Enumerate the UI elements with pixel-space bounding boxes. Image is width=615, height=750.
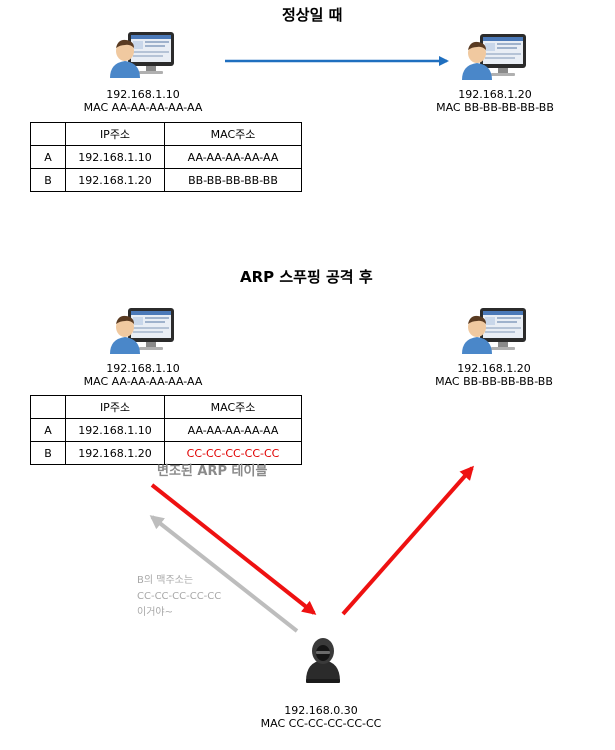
table-cell: 192.168.1.20 <box>65 441 165 465</box>
tampered-table-caption: 변조된 ARP 테이블 <box>157 464 268 479</box>
attacker-ip: 192.168.0.30 <box>284 704 358 717</box>
table-cell: BB-BB-BB-BB-BB <box>164 168 302 192</box>
spoofed-host-a-ip: 192.168.1.10 <box>106 362 180 375</box>
host-a-label: 192.168.1.10 MAC AA-AA-AA-AA-AA <box>60 88 226 114</box>
forwarded-traffic-arrow <box>341 465 474 616</box>
table-cell: A <box>30 145 66 169</box>
host-b-ip: 192.168.1.20 <box>458 88 532 101</box>
host-a-ip: 192.168.1.10 <box>106 88 180 101</box>
spoofed-host-b-ip: 192.168.1.20 <box>457 362 531 375</box>
spoofed-arp-table: IP주소 MAC주소 A 192.168.1.10 AA-AA-AA-AA-AA… <box>30 395 302 465</box>
spoofed-title: ARP 스푸핑 공격 후 <box>240 268 373 286</box>
table-header-row: IP주소 MAC주소 <box>30 395 302 419</box>
note-line: B의 맥주소는 <box>137 575 194 586</box>
spoofed-host-b-label: 192.168.1.20 MAC BB-BB-BB-BB-BB <box>420 362 568 388</box>
spoofed-mac-cell: CC-CC-CC-CC-CC <box>164 441 302 465</box>
spoofed-host-a-label: 192.168.1.10 MAC AA-AA-AA-AA-AA <box>60 362 226 388</box>
note-line: 이거야~ <box>137 607 173 618</box>
fake-arp-reply-arrow <box>149 515 299 633</box>
spoofed-host-a-mac: MAC AA-AA-AA-AA-AA <box>83 375 203 388</box>
normal-arp-table: IP주소 MAC주소 A 192.168.1.10 AA-AA-AA-AA-AA… <box>30 122 302 192</box>
normal-title: 정상일 때 <box>282 6 343 24</box>
table-cell: AA-AA-AA-AA-AA <box>164 145 302 169</box>
table-row: B 192.168.1.20 CC-CC-CC-CC-CC <box>30 441 302 465</box>
host-a-mac: MAC AA-AA-AA-AA-AA <box>83 101 203 114</box>
table-cell: B <box>30 168 66 192</box>
intercepted-traffic-arrow <box>150 483 317 615</box>
table-header-cell <box>30 122 66 146</box>
table-cell: B <box>30 441 66 465</box>
table-header-cell <box>30 395 66 419</box>
attacker-mac: MAC CC-CC-CC-CC-CC <box>260 717 382 730</box>
host-b-label: 192.168.1.20 MAC BB-BB-BB-BB-BB <box>422 88 568 114</box>
host-b-mac: MAC BB-BB-BB-BB-BB <box>436 101 554 114</box>
table-row: B 192.168.1.20 BB-BB-BB-BB-BB <box>30 168 302 192</box>
attacker-label: 192.168.0.30 MAC CC-CC-CC-CC-CC <box>236 704 406 730</box>
table-header-cell: MAC주소 <box>164 122 302 146</box>
note-line: CC-CC-CC-CC-CC <box>137 591 222 602</box>
spoofed-host-b-mac: MAC BB-BB-BB-BB-BB <box>435 375 553 388</box>
table-header-cell: MAC주소 <box>164 395 302 419</box>
table-cell: 192.168.1.20 <box>65 168 165 192</box>
table-cell: AA-AA-AA-AA-AA <box>164 418 302 442</box>
fake-reply-note: B의 맥주소는 CC-CC-CC-CC-CC 이거야~ <box>137 573 221 621</box>
